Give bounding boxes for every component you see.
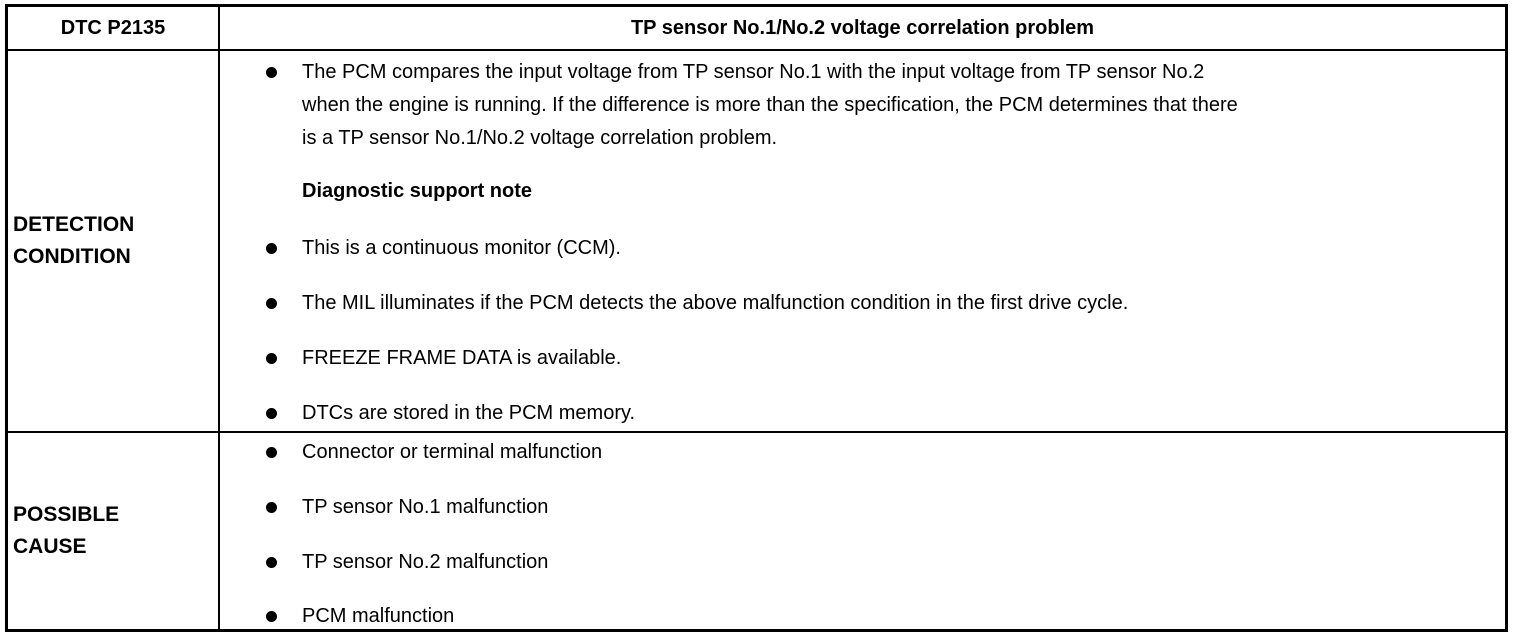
- detection-condition-row: DETECTION CONDITION The PCM compares the…: [8, 51, 1505, 433]
- detection-label-line1: DETECTION: [13, 213, 135, 236]
- diagnostic-note-item: FREEZE FRAME DATA is available.: [302, 347, 622, 369]
- bullet-icon: [266, 557, 277, 568]
- cause-item: PCM malfunction: [302, 605, 455, 627]
- dtc-table: DTC P2135 TP sensor No.1/No.2 voltage co…: [5, 4, 1508, 632]
- cause-label-line1: POSSIBLE: [13, 503, 120, 526]
- possible-cause-row: POSSIBLE CAUSE Connector or terminal mal…: [8, 433, 1505, 629]
- detection-main-line: The PCM compares the input voltage from …: [302, 61, 1205, 83]
- detection-label-line2: CONDITION: [13, 245, 131, 268]
- possible-cause-label: POSSIBLE CAUSE: [13, 499, 119, 563]
- detection-main-line: is a TP sensor No.1/No.2 voltage correla…: [302, 127, 778, 149]
- dtc-code: DTC P2135: [60, 16, 166, 39]
- diagnostic-note-item: DTCs are stored in the PCM memory.: [302, 402, 636, 424]
- diagnostic-note-item: This is a continuous monitor (CCM).: [302, 237, 621, 259]
- cause-item: TP sensor No.1 malfunction: [302, 496, 549, 518]
- bullet-icon: [266, 298, 277, 309]
- bullet-icon: [266, 353, 277, 364]
- bullet-icon: [266, 243, 277, 254]
- bullet-icon: [266, 67, 277, 78]
- bullet-icon: [266, 502, 277, 513]
- detection-main-line: when the engine is running. If the diffe…: [302, 94, 1238, 116]
- detection-label-cell: DETECTION CONDITION: [8, 51, 220, 431]
- dtc-code-cell: DTC P2135: [8, 7, 220, 49]
- dtc-title: TP sensor No.1/No.2 voltage correlation …: [630, 16, 1095, 39]
- dtc-title-cell: TP sensor No.1/No.2 voltage correlation …: [220, 7, 1505, 49]
- bullet-icon: [266, 447, 277, 458]
- diagnostic-note-heading: Diagnostic support note: [302, 180, 532, 202]
- cause-label-cell: POSSIBLE CAUSE: [8, 433, 220, 629]
- cause-content-cell: Connector or terminal malfunction TP sen…: [220, 433, 1505, 629]
- bullet-icon: [266, 611, 277, 622]
- cause-item: TP sensor No.2 malfunction: [302, 551, 549, 573]
- cause-label-line2: CAUSE: [13, 535, 87, 558]
- diagnostic-note-item: The MIL illuminates if the PCM detects t…: [302, 292, 1129, 314]
- detection-content-cell: The PCM compares the input voltage from …: [220, 51, 1505, 431]
- table-header-row: DTC P2135 TP sensor No.1/No.2 voltage co…: [8, 7, 1505, 51]
- detection-main-text: The PCM compares the input voltage from …: [302, 56, 1475, 155]
- bullet-icon: [266, 408, 277, 419]
- detection-condition-label: DETECTION CONDITION: [13, 209, 134, 273]
- cause-item: Connector or terminal malfunction: [302, 441, 603, 463]
